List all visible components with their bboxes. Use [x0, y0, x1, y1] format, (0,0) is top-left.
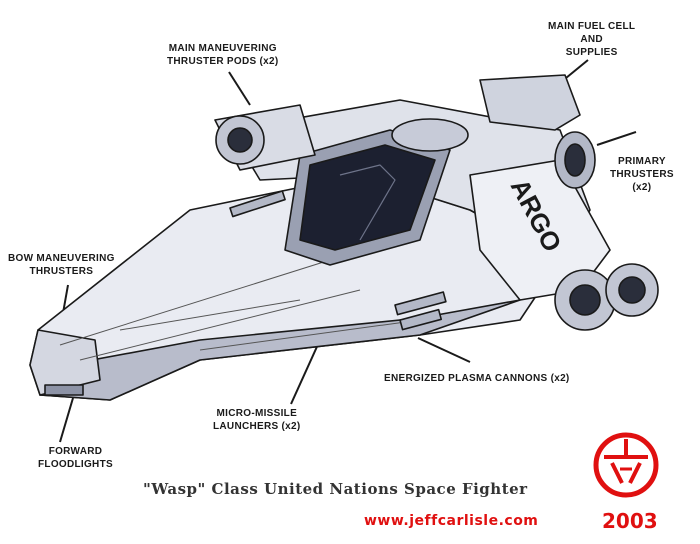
label-plasma-cannons: ENERGIZED PLASMA CANNONS (x2): [384, 373, 570, 384]
leader-plasma-cannons: [417, 337, 471, 363]
leader-floodlights: [59, 397, 74, 443]
upper-gun: [229, 190, 286, 218]
callout-leaders: [59, 59, 637, 443]
diagram-title: "Wasp" Class United Nations Space Fighte…: [143, 480, 528, 498]
top-dome: [391, 118, 469, 152]
leader-primary-thrusters: [596, 131, 637, 146]
leader-main-thrusters: [228, 71, 251, 106]
nose-tip: [29, 329, 101, 396]
leader-fuel-cell: [565, 59, 589, 79]
jc-logo: [593, 432, 659, 498]
ship-illustration: [29, 74, 659, 401]
artist-credit: www.jeffcarlisle.com: [364, 513, 539, 529]
artwork-year: 2003: [602, 509, 658, 533]
forward-floodlights: [44, 384, 84, 396]
fuselage-underside: [37, 299, 521, 401]
panel-lines: [59, 259, 421, 361]
fuel-cell: [479, 74, 581, 131]
leader-micro-missile: [290, 339, 321, 405]
plasma-cannons: [394, 291, 447, 331]
canopy: [299, 144, 436, 251]
